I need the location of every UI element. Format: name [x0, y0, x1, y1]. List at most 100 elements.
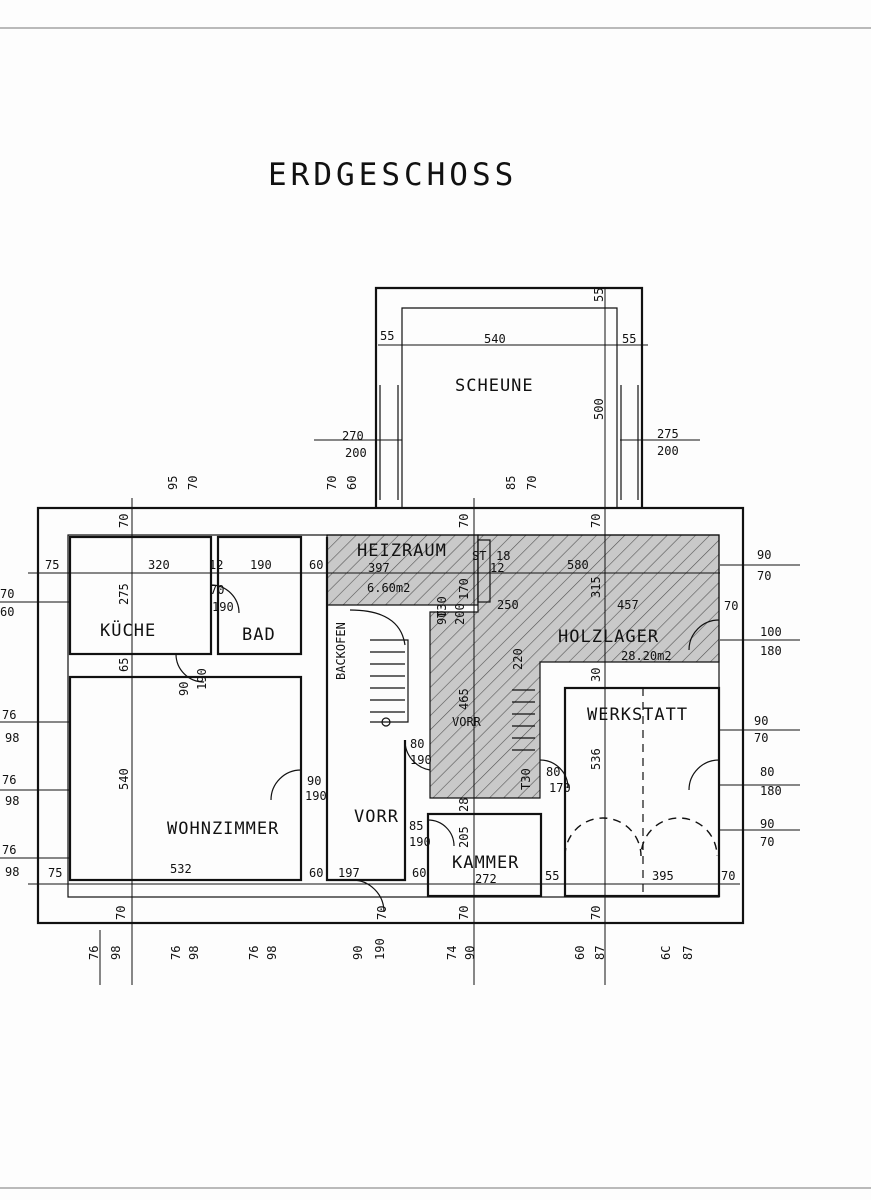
dim-mid-30: 30: [589, 668, 603, 682]
stair-treads: [370, 651, 405, 713]
dim-mid-190d: 190: [409, 835, 431, 849]
dim-below-190: 190: [373, 938, 387, 960]
stair-outline: [370, 639, 409, 723]
stair-start: [381, 717, 391, 727]
dim-below-76a: 76: [87, 946, 101, 960]
dim-scheune-70: 70: [325, 476, 339, 490]
label-t30-2: T30: [519, 768, 533, 790]
dim-left-60: 60: [0, 605, 14, 619]
dim-mid-90c: 90: [307, 774, 321, 788]
heizraum-walls: [325, 537, 407, 882]
dim-below-90b: 90: [463, 946, 477, 960]
dim-top-180: 180: [760, 644, 782, 658]
dim-top-90b: 90: [435, 611, 449, 625]
dim-top-100: 100: [760, 625, 782, 639]
dim-bottom-395: 395: [652, 869, 674, 883]
dim-mid-70: 70: [754, 731, 768, 745]
chimney: [477, 539, 491, 603]
dim-mid-85: 85: [409, 819, 423, 833]
dim-below-60: 60: [573, 946, 587, 960]
dim-top-190b: 190: [212, 600, 234, 614]
dim-below-74: 74: [445, 946, 459, 960]
scheune-inner-wall: [401, 307, 618, 508]
door-kueche-bad: [210, 584, 240, 614]
dim-mid-190b: 190: [410, 753, 432, 767]
dim-bottom-70d: 70: [589, 906, 603, 920]
holzlager-area: 28.20m2: [621, 649, 672, 663]
dim-below-76b: 76: [169, 946, 183, 960]
dim-top-170: 170: [457, 578, 471, 600]
room-vorr: VORR: [354, 807, 399, 827]
dim-bottom-60b: 60: [412, 866, 426, 880]
dim-mid-90: 90: [177, 682, 191, 696]
room-kammer: KAMMER: [452, 853, 519, 873]
dim-below-87a: 87: [593, 946, 607, 960]
dim-scheune-55-right: 55: [622, 332, 636, 346]
dim-left-76a: 76: [2, 708, 16, 722]
label-t30: T30: [435, 596, 449, 618]
dim-scheune-270: 270: [342, 429, 364, 443]
dim-top-457: 457: [617, 598, 639, 612]
bad-walls: [216, 535, 303, 656]
door-kueche: [175, 653, 205, 683]
dim-top-90: 90: [757, 548, 771, 562]
scheune-outer-wall: [374, 286, 644, 508]
room-holzlager: HOLZLAGER: [558, 627, 659, 647]
dim-top-190: 190: [250, 558, 272, 572]
dim-top-250: 250: [497, 598, 519, 612]
dim-scheune-85: 85: [504, 476, 518, 490]
dim-left-98b: 98: [5, 794, 19, 808]
plan-title: ERDGESCHOSS: [268, 157, 517, 193]
door-werkstatt-gate: [564, 817, 718, 857]
dim-scheune-55-top: 55: [592, 288, 606, 302]
stair-2-treads: [512, 689, 535, 751]
dim-scheune-70d: 70: [589, 514, 603, 528]
dim-top-397: 397: [368, 561, 390, 575]
dim-below-98b: 98: [187, 946, 201, 960]
dim-scheune-200-right: 200: [657, 444, 679, 458]
room-wohnzimmer: WOHNZIMMER: [167, 819, 279, 839]
dim-mid-220: 220: [511, 648, 525, 670]
kueche-walls: [68, 535, 213, 656]
dim-mid-70b: 70: [760, 835, 774, 849]
dim-top-275: 275: [117, 583, 131, 605]
wohnzimmer-walls: [68, 675, 303, 882]
dim-mid-90d: 90: [760, 817, 774, 831]
dim-mid-65: 65: [117, 658, 131, 672]
label-st: ST: [472, 549, 486, 563]
dim-mid-540: 540: [117, 768, 131, 790]
dim-mid-190c: 190: [305, 789, 327, 803]
door-wohnzimmer: [270, 769, 302, 801]
room-backofen: BACKOFEN: [334, 622, 348, 680]
dim-mid-28: 28: [457, 798, 471, 812]
dim-top-315: 315: [589, 576, 603, 598]
room-heizraum: HEIZRAUM: [357, 541, 447, 561]
dim-scheune-200-left: 200: [345, 446, 367, 460]
dim-top-320: 320: [148, 558, 170, 572]
dim-top-70a: 70: [186, 476, 200, 490]
dim-below-90a: 90: [351, 946, 365, 960]
dim-left-76b: 76: [2, 773, 16, 787]
kammer-walls: [426, 812, 543, 898]
dim-mid-465: 465: [457, 688, 471, 710]
dim-bottom-55: 55: [545, 869, 559, 883]
dim-bottom-532: 532: [170, 862, 192, 876]
dim-below-98a: 98: [109, 946, 123, 960]
dim-bottom-60a: 60: [309, 866, 323, 880]
dim-mid-205: 205: [457, 826, 471, 848]
werkstatt-walls: [563, 686, 721, 898]
door-entry: [351, 879, 385, 913]
dim-scheune-275: 275: [657, 427, 679, 441]
dim-left-98c: 98: [5, 865, 19, 879]
door-holzlager: [688, 619, 720, 651]
dim-below-76c: 76: [247, 946, 261, 960]
dim-mid-180: 180: [760, 784, 782, 798]
dim-top-580: 580: [567, 558, 589, 572]
outer-wall: [36, 506, 745, 925]
dim-bottom-70b: 70: [114, 906, 128, 920]
dim-top-70c: 70: [757, 569, 771, 583]
door-vorr: [404, 739, 431, 771]
dim-mid-536: 536: [589, 748, 603, 770]
dim-top-70e: 70: [724, 599, 738, 613]
